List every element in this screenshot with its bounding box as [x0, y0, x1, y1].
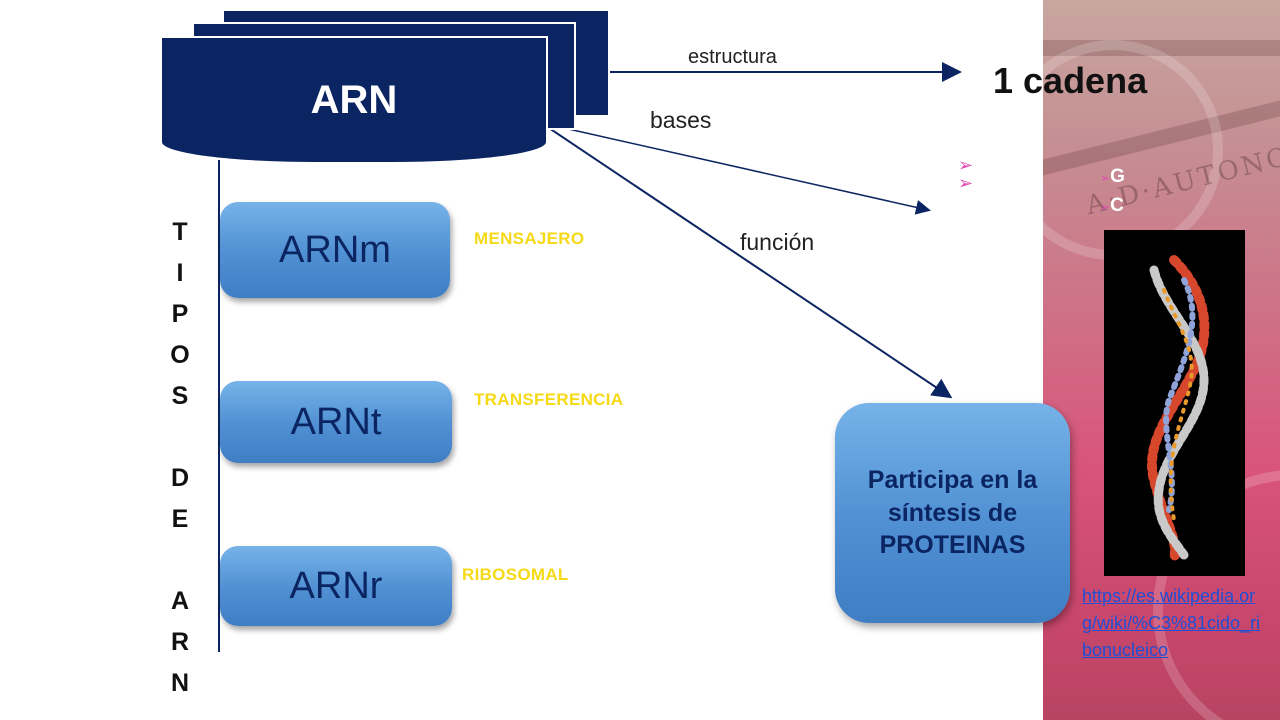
edge-bases-arrow [563, 127, 931, 215]
tipos-letter: S [171, 382, 189, 410]
base-item: ➢U [958, 173, 987, 194]
tipos-letter: A [170, 587, 190, 615]
arn-title: ARN [310, 77, 398, 122]
base-item: ➢ [958, 155, 987, 177]
type-name: ARNr [289, 564, 383, 607]
tipos-letter: D [170, 464, 190, 492]
bases-list-left: ➢ ➢U [958, 155, 987, 195]
tipos-letter: T [172, 218, 188, 246]
arrow-bullet-icon: ➢ [958, 173, 974, 193]
bases-list-right: ➢G ➢C [1100, 163, 1125, 221]
estructura-target: 1 cadena [993, 60, 1148, 101]
edge-funcion-arrow [545, 125, 953, 399]
edge-label-funcion: función [740, 229, 815, 255]
tipos-letter: N [170, 669, 190, 697]
tipos-letter: R [170, 628, 190, 656]
arrow-bullet-icon: ➢ [1100, 200, 1111, 214]
type-box-arnt: ARNt [220, 381, 452, 463]
edge-label-estructura: estructura [688, 46, 777, 68]
type-name: ARNt [290, 400, 382, 443]
tipos-letter: O [170, 341, 190, 369]
type-description: RIBOSOMAL [462, 565, 569, 584]
type-box-arnm: ARNm [220, 202, 450, 298]
type-description: MENSAJERO [474, 229, 585, 248]
rna-molecule-drawing [1147, 255, 1210, 565]
type-box-arnr: ARNr [220, 546, 452, 626]
tipos-letter: P [171, 300, 189, 328]
funcion-target-box: Participa en la síntesis de PROTEINAS [835, 403, 1070, 623]
type-description: TRANSFERENCIA [474, 390, 624, 409]
tipos-letter: E [171, 505, 189, 533]
arrow-bullet-icon: ➢ [1100, 171, 1111, 185]
arrow-bullet-icon: ➢ [958, 155, 974, 175]
edge-label-bases: bases [650, 107, 712, 133]
funcion-target-text: Participa en la síntesis de PROTEINAS [867, 466, 1038, 560]
arn-title-banner: ARN [160, 36, 548, 164]
tipos-de-arn-label: T I P O S D E A R N [168, 212, 192, 704]
rna-molecule-image [1104, 230, 1245, 576]
base-item: ➢G [1100, 166, 1125, 187]
wikipedia-source-link[interactable]: https://es.wikipedia.org/wiki/%C3%81cido… [1082, 586, 1261, 660]
tipos-divider-line [218, 160, 220, 652]
base-item: ➢C [1100, 195, 1124, 216]
type-name: ARNm [279, 228, 391, 271]
tipos-letter: I [176, 259, 184, 287]
